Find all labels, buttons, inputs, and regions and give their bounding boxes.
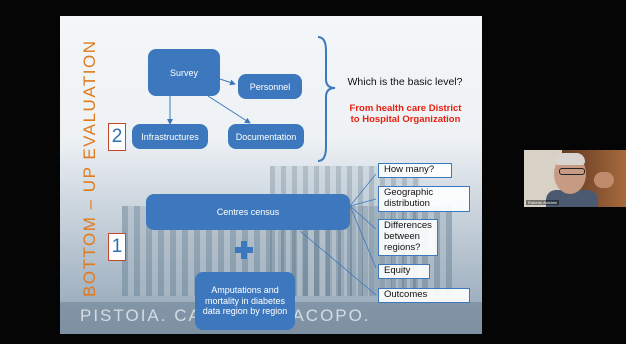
participant-body: [546, 190, 598, 207]
question-text: Which is the basic level?: [347, 76, 463, 88]
survey-box: Survey: [148, 49, 220, 96]
level-number-1: 1: [108, 233, 126, 261]
infrastructures-box: Infrastructures: [132, 124, 208, 149]
outcome-item: Equity: [378, 264, 430, 279]
outcome-item: Geographic distribution: [378, 186, 470, 212]
plus-icon: [235, 241, 253, 259]
participant-hand: [594, 172, 614, 188]
presentation-slide: PISTOIA. CASA SAN JACOPO. BOTTOM – UP EV…: [60, 16, 482, 334]
participant-glasses: [559, 168, 585, 175]
documentation-box: Documentation: [228, 124, 304, 149]
outcome-item: Differences between regions?: [378, 219, 438, 256]
level-number-2: 2: [108, 123, 126, 151]
participant-video-tile[interactable]: Roberto Anichini: [524, 150, 626, 207]
centres-census-box: Centres census: [146, 194, 350, 230]
connector-lines: [167, 36, 377, 296]
amputations-box: Amputations and mortality in diabetes da…: [195, 272, 295, 330]
outcome-item: Outcomes: [378, 288, 470, 303]
outcome-item: How many?: [378, 163, 452, 178]
personnel-box: Personnel: [238, 74, 302, 99]
participant-hair: [555, 153, 585, 165]
participant-name-label: Roberto Anichini: [526, 200, 560, 205]
answer-text: From health care District to Hospital Or…: [349, 103, 462, 126]
